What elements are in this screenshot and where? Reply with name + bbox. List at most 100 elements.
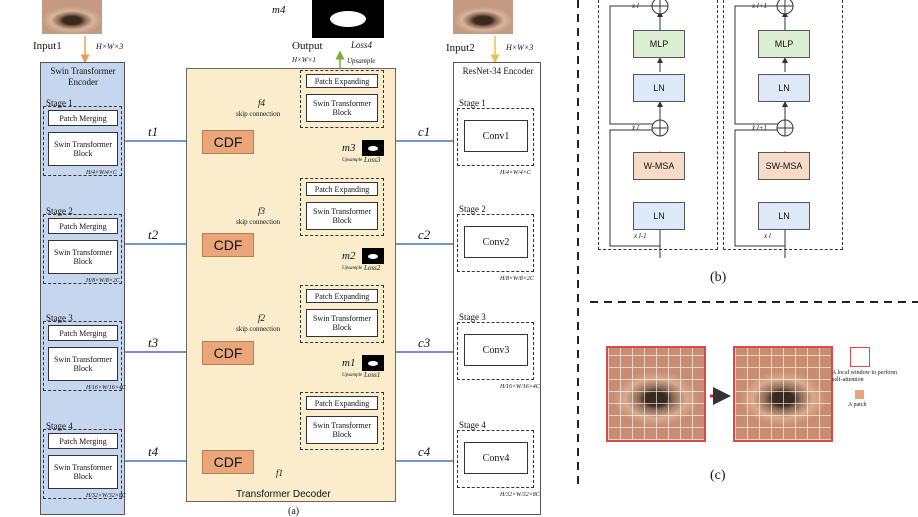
skip-connection-label: skip connection (236, 110, 281, 118)
right-x-top: x l+1 (752, 2, 768, 10)
decoder-swin-block: Swin Transformer Block (306, 202, 378, 230)
decoder-title: Transformer Decoder (236, 489, 331, 500)
swin-stage-dim: H/8×W/8×2C (86, 278, 120, 284)
swin-stage-dim: H/16×W/16×4C (86, 385, 126, 391)
swin-transformer-block: Swin Transformer Block (48, 347, 118, 381)
skip-feature-label: f3 (258, 206, 266, 216)
resnet-stage-label: Stage 3 (459, 312, 486, 322)
t-label: t2 (148, 227, 159, 242)
c-label: c4 (418, 444, 431, 459)
loss-label: Loss2 (364, 264, 381, 272)
right-ln2-block: LN (758, 202, 810, 230)
panel-c-caption: (c) (710, 468, 726, 483)
conv-block: Conv2 (464, 226, 528, 258)
input1-dim: H×W×3 (96, 42, 124, 51)
skip-feature-label: f4 (258, 98, 266, 108)
legend-patch-icon (855, 390, 864, 399)
resnet-stage-dim: H/8×W/8×2C (500, 276, 534, 282)
swin-stage-label: Stage 4 (46, 421, 73, 431)
skip-connection-label: skip connection (236, 325, 281, 333)
decoder-block-frame (300, 285, 384, 343)
resnet-encoder-title: ResNet-34 Encoder (462, 66, 534, 76)
upsample-label: Upsample (342, 158, 363, 163)
loss-label: Loss3 (364, 156, 381, 164)
panel-a-caption: (a) (288, 506, 300, 517)
side-output-m-label: m3 (342, 142, 356, 154)
swin-stage-dim: H/32×W/32×8C (86, 493, 126, 499)
patch-grid-left (606, 346, 706, 442)
input2-label: Input2 (446, 42, 475, 54)
c-label: c3 (418, 335, 431, 350)
swin-stage-frame (43, 321, 122, 391)
swin-stage-label: Stage 2 (46, 206, 73, 216)
c-label: c1 (418, 124, 431, 139)
patch-expanding-block: Patch Expanding (306, 74, 378, 88)
resnet-stage-label: Stage 4 (459, 420, 486, 430)
cdf-block: CDF (202, 341, 254, 365)
cdf-block: CDF (202, 130, 254, 154)
eye-mask-shape (368, 145, 378, 151)
input2-dim: H×W×3 (506, 43, 534, 52)
conv-block: Conv1 (464, 120, 528, 152)
right-mlp-block: MLP (758, 30, 810, 58)
panel-b-caption: (b) (710, 270, 727, 285)
m4-label: m4 (272, 4, 286, 16)
swin-stage-frame (43, 214, 122, 284)
resnet-stage-dim: H/16×W/16×4C (500, 384, 540, 390)
side-output-mask (362, 355, 384, 371)
side-output-mask (362, 248, 384, 264)
resnet-stage-frame (457, 430, 534, 488)
resnet-stage-frame (457, 214, 534, 272)
input1-eye-image (42, 0, 102, 34)
input1-label: Input1 (33, 40, 62, 52)
eye-mask-shape (368, 253, 378, 259)
resnet-stage-label: Stage 2 (459, 204, 486, 214)
t-label: t3 (148, 335, 159, 350)
left-ln1-block: LN (633, 74, 685, 102)
t-label: t1 (148, 124, 159, 139)
patch-grid-right (733, 346, 833, 442)
decoder-swin-block: Swin Transformer Block (306, 416, 378, 444)
left-xhat: x̂ l (632, 124, 639, 132)
upsample-label: Upsample (342, 266, 363, 271)
conv-block: Conv4 (464, 442, 528, 474)
patch-merging-block: Patch Merging (48, 110, 118, 126)
output-dim: H×W×1 (292, 56, 316, 64)
cdf-block: CDF (202, 450, 254, 474)
legend-window-text: A local window to perform self-attention (832, 370, 897, 383)
conv-block: Conv3 (464, 334, 528, 366)
swin-transformer-block: Swin Transformer Block (48, 132, 118, 166)
decoder-block-frame (300, 70, 384, 128)
resnet-stage-dim: H/32×W/32×8C (500, 492, 540, 498)
eye-mask-shape (368, 360, 378, 366)
patch-expanding-block: Patch Expanding (306, 396, 378, 410)
patch-merging-block: Patch Merging (48, 325, 118, 341)
left-x-bottom: x l-1 (634, 232, 647, 240)
swin-stage-label: Stage 1 (46, 98, 73, 108)
eye-mask-shape (330, 11, 366, 27)
skip-connection-label: skip connection (236, 218, 281, 226)
left-x-top: x l (632, 2, 639, 10)
t-label: t4 (148, 444, 159, 459)
loss4-label: Loss4 (351, 40, 373, 50)
upsample-label-top: Upsample (347, 57, 376, 65)
skip-feature-label: f2 (258, 313, 266, 323)
resnet-stage-label: Stage 1 (459, 98, 486, 108)
swin-encoder-title: Swin Transformer Encoder (50, 66, 116, 87)
c-label: c2 (418, 227, 431, 242)
right-block-frame (723, 0, 843, 250)
swin-stage-frame (43, 106, 122, 176)
swin-stage-dim: H/4×W/4×C (86, 170, 117, 176)
m4-mask-image (312, 0, 384, 38)
resnet-stage-dim: H/4×W/4×C (500, 170, 531, 176)
patch-expanding-block: Patch Expanding (306, 289, 378, 303)
output-label: Output (292, 40, 323, 52)
side-output-m-label: m1 (342, 357, 356, 369)
legend-window-icon (850, 347, 870, 367)
left-mlp-block: MLP (633, 30, 685, 58)
left-ln2-block: LN (633, 202, 685, 230)
side-output-m-label: m2 (342, 250, 356, 262)
decoder-swin-block: Swin Transformer Block (306, 94, 378, 122)
right-ln1-block: LN (758, 74, 810, 102)
